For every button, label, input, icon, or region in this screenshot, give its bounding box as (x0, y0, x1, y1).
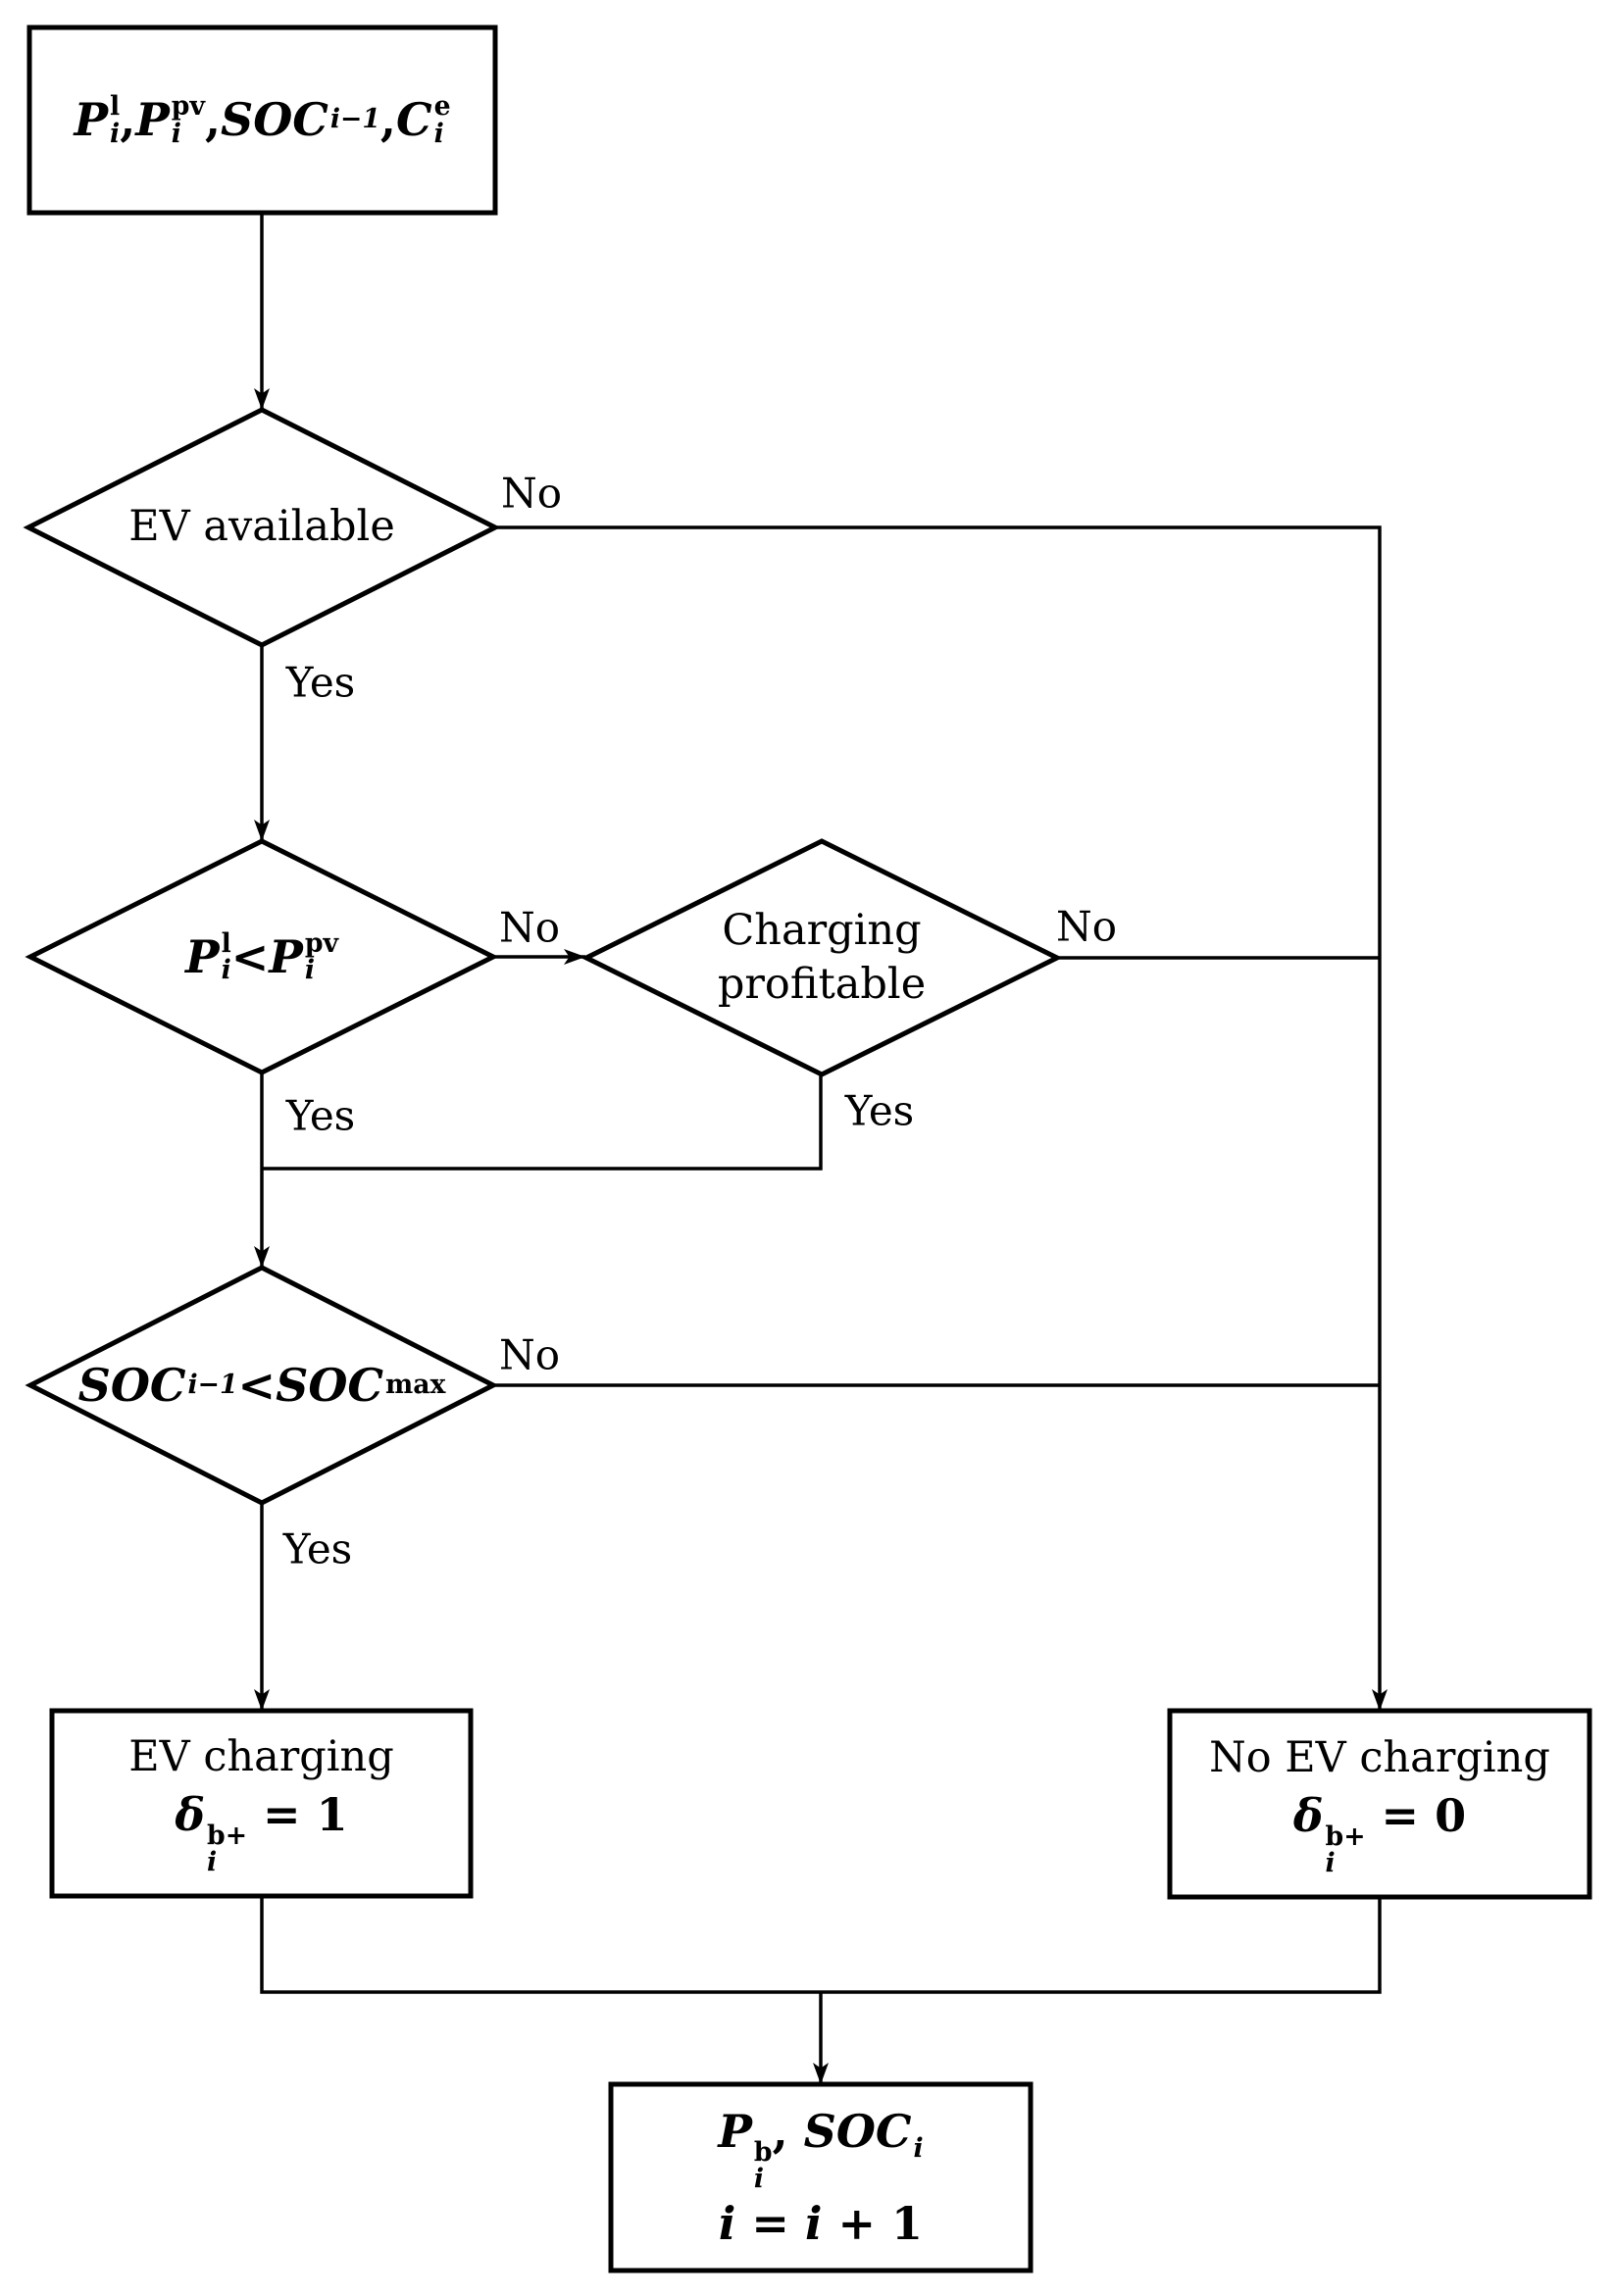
process-no-ev-charging-box (1167, 1708, 1592, 1900)
edge-ev-available-no (495, 525, 1388, 1711)
edge-merge-line (260, 1896, 1382, 1994)
output-box (608, 2081, 1034, 2273)
decision-soc-limit (25, 1265, 499, 1506)
decision-ev-available (23, 407, 501, 648)
edge-profitable-yes (262, 1074, 823, 1171)
decision-load-vs-pv (25, 838, 499, 1075)
input-box (26, 25, 498, 216)
process-ev-charging-box (49, 1708, 474, 1899)
decision-charging-profitable (580, 838, 1063, 1077)
